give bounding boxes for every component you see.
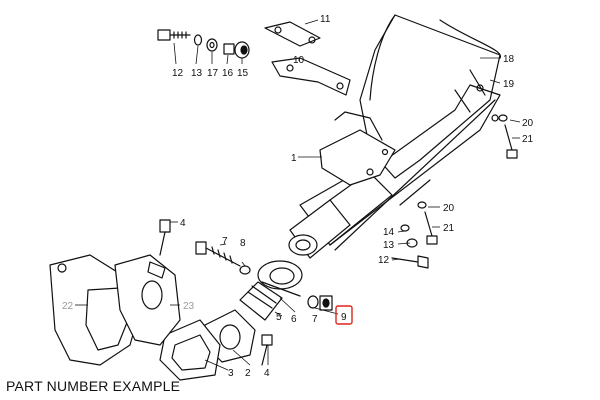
bolt-21-upper (504, 124, 518, 159)
callout-21-lower: 21 (443, 223, 455, 234)
callout-4-upper: 4 (180, 218, 186, 229)
column-jacket (359, 14, 501, 179)
coupling-5 (239, 281, 283, 321)
grommet-15-top (234, 41, 250, 59)
callout-2: 2 (245, 368, 251, 379)
callout-12-lower: 12 (378, 255, 390, 266)
lower-tube (288, 167, 393, 259)
callout-13-lower: 13 (383, 240, 395, 251)
washer-20-lower (417, 201, 427, 209)
callout-5: 5 (276, 312, 282, 323)
callout-11-top: 11 (320, 14, 331, 25)
washer-20-upper (498, 114, 508, 122)
mount-bracket (319, 111, 396, 186)
bushing-9 (319, 295, 333, 311)
bolt-21-lower (424, 211, 438, 245)
callout-7-small: 7 (312, 314, 318, 325)
strap-bracket-10 (271, 57, 351, 96)
callout-15: 15 (237, 68, 249, 79)
callout-6: 6 (291, 314, 297, 325)
callout-3: 3 (228, 368, 234, 379)
callout-19: 19 (503, 79, 515, 90)
callout-17: 17 (207, 68, 219, 79)
washer-17-top (206, 38, 218, 52)
leader-lines (75, 19, 521, 371)
bolt-12-lower (391, 255, 429, 269)
washer-9a (307, 295, 319, 309)
callout-16: 16 (222, 68, 234, 79)
callout-20-lower: 20 (443, 203, 455, 214)
bolt-4-upper (159, 219, 171, 256)
callout-12-top: 12 (172, 68, 184, 79)
rail-bracket (329, 84, 501, 251)
washer-8 (239, 265, 251, 275)
callout-23: 23 (183, 301, 195, 312)
washer-13-top (193, 34, 203, 46)
callout-1: 1 (291, 153, 297, 164)
callout-9: 9 (341, 312, 347, 323)
bolt-7 (195, 241, 241, 267)
callout-22: 22 (62, 301, 74, 312)
flange-23 (114, 254, 181, 346)
caption: PART NUMBER EXAMPLE (6, 378, 181, 394)
flange-6 (257, 260, 303, 297)
callout-14: 14 (383, 227, 395, 238)
callout-8: 8 (240, 238, 246, 249)
bolt-12-top (157, 29, 191, 41)
callout-21-upper: 21 (522, 134, 534, 145)
gasket-3 (159, 319, 221, 381)
callout-7: 7 (222, 236, 228, 247)
callout-13-top: 13 (191, 68, 203, 79)
strap-bracket-11 (264, 21, 321, 47)
callout-18: 18 (503, 54, 515, 65)
bolt-4-lower (261, 334, 273, 366)
callout-4-lower: 4 (264, 368, 270, 379)
highlight-box (335, 305, 353, 325)
callout-20-upper: 20 (522, 118, 534, 129)
bushing-16-top (223, 43, 235, 55)
washer-14 (400, 224, 410, 232)
callout-10: 10 (293, 55, 305, 66)
callout-labels: 12 13 17 16 15 11 10 18 19 1 20 21 20 21… (62, 14, 534, 379)
